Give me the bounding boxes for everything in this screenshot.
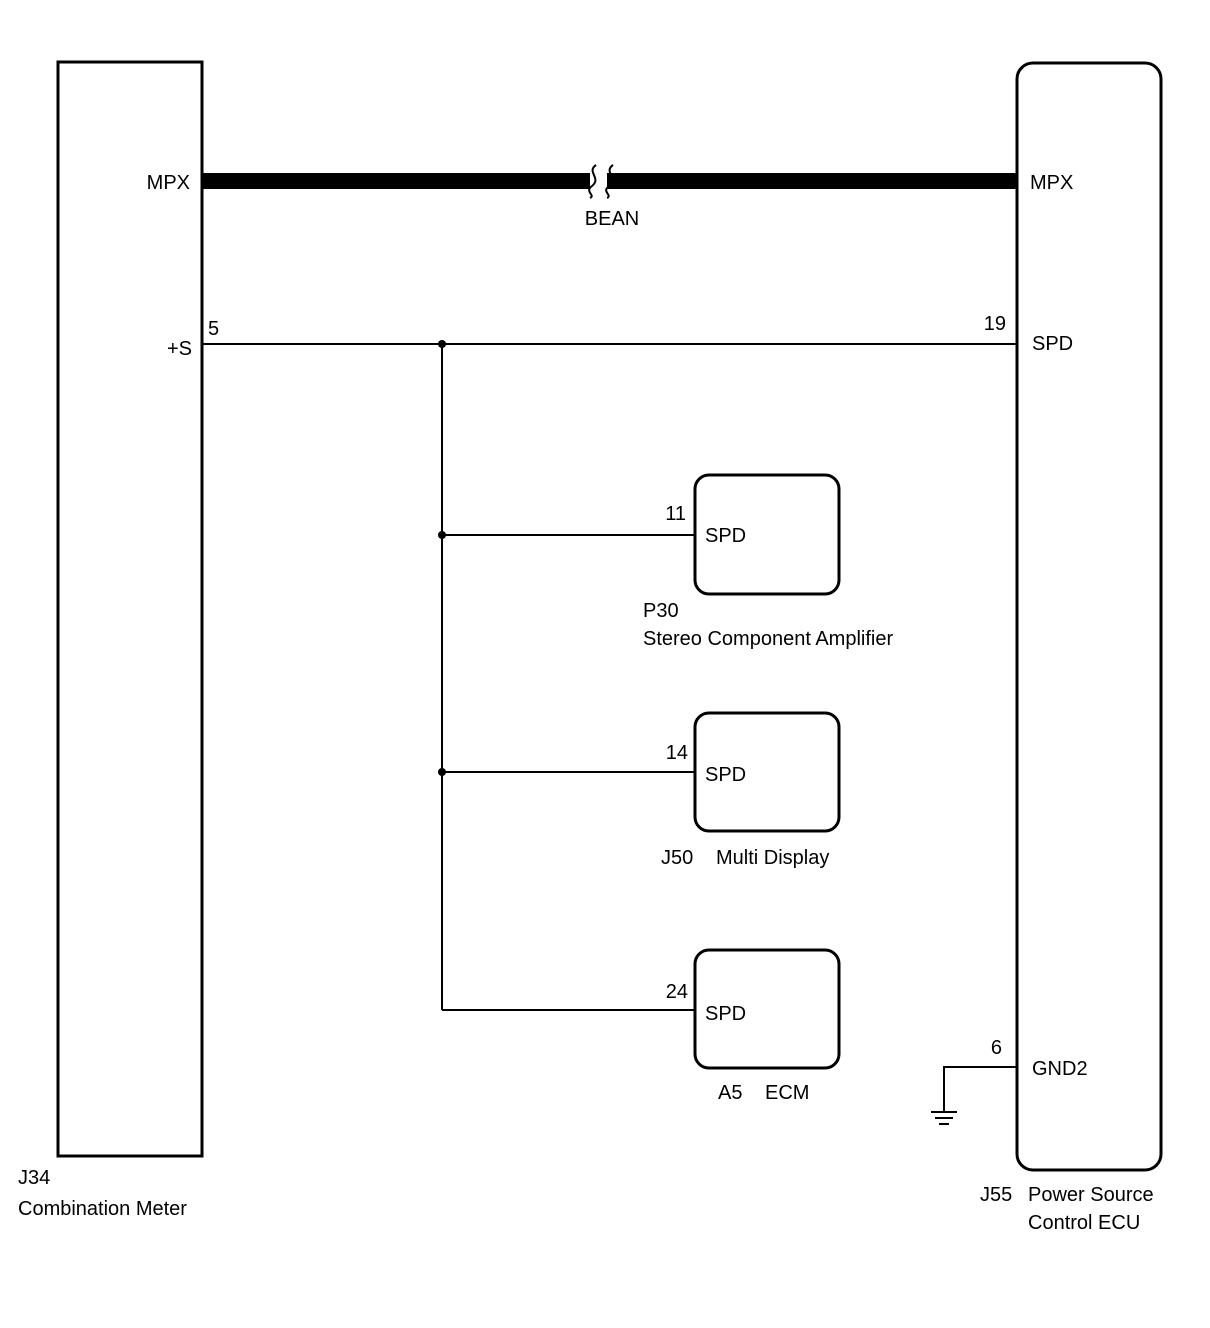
combination-meter-box — [56, 60, 204, 1158]
meter-plus-s-pin-number: 5 — [208, 318, 219, 340]
ecu-spd-pin-number: 19 — [984, 313, 1006, 335]
meter-component-name: Combination Meter — [18, 1198, 187, 1220]
bus-break-mark-right — [605, 164, 614, 199]
ecu-name-line2: Control ECU — [1028, 1212, 1140, 1234]
meter-mpx-pin-label: MPX — [147, 172, 190, 194]
amplifier-pin-number: 11 — [665, 503, 686, 525]
ground-wire — [943, 1066, 1017, 1112]
meter-plus-s-pin-label: +S — [167, 338, 192, 360]
ecm-module-box — [693, 948, 841, 1070]
bus-break-mark-left — [588, 164, 597, 199]
ecu-connector-code: J55 — [980, 1184, 1012, 1206]
ground-icon — [931, 1111, 957, 1125]
amplifier-module-box — [693, 473, 841, 596]
ecu-gnd2-pin-number: 6 — [991, 1037, 1002, 1059]
ecu-mpx-pin-label: MPX — [1030, 172, 1073, 194]
power-source-ecu-box — [1015, 61, 1163, 1172]
meter-connector-code: J34 — [18, 1167, 50, 1189]
ecu-spd-pin-label: SPD — [1032, 333, 1073, 355]
amplifier-component-name: Stereo Component Amplifier — [643, 628, 893, 650]
ecm-connector-code: A5 — [718, 1082, 742, 1104]
ecm-pin-number: 24 — [666, 981, 688, 1003]
display-connector-code: J50 — [661, 847, 693, 869]
amplifier-connector-code: P30 — [643, 600, 679, 622]
ecu-gnd2-pin-label: GND2 — [1032, 1058, 1088, 1080]
display-component-name: Multi Display — [716, 847, 829, 869]
junction-dot-main — [438, 340, 446, 348]
display-pin-number: 14 — [666, 742, 688, 764]
bus-label: BEAN — [585, 208, 639, 230]
display-module-box — [693, 711, 841, 833]
ecm-component-name: ECM — [765, 1082, 809, 1104]
ecu-name-line1: Power Source — [1028, 1184, 1154, 1206]
display-spd-pin-label: SPD — [705, 764, 746, 786]
ecm-spd-pin-label: SPD — [705, 1003, 746, 1025]
amplifier-spd-pin-label: SPD — [705, 525, 746, 547]
